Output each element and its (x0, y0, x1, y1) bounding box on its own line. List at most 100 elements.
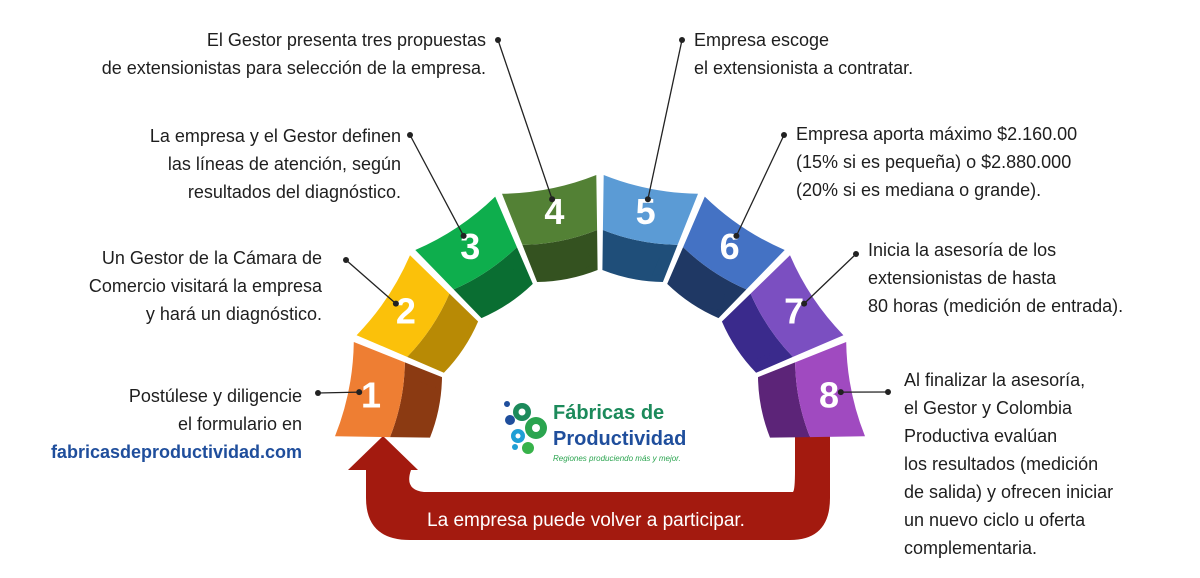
step-6-line-3: (20% si es mediana o grande). (796, 180, 1042, 200)
step-5-leader-dot (679, 37, 685, 43)
step-8-line-7: complementaria. (904, 538, 1038, 558)
step-5-leader (647, 39, 683, 200)
step-1-line-1: Postúlese y diligencie (128, 386, 302, 406)
step-8-line-4: los resultados (medición (904, 454, 1099, 474)
step-5-segment: 5 (602, 175, 698, 282)
step-2-leader (345, 259, 397, 305)
step-3-line-1: La empresa y el Gestor definen (149, 126, 401, 146)
step-2-pointer (454, 315, 471, 330)
step-1-line-2: el formulario en (177, 414, 302, 434)
step-4-line-1: El Gestor presenta tres propuestas (206, 30, 486, 50)
step-8-pointer (771, 424, 792, 435)
leader-lines (315, 37, 891, 396)
brand-logo: Fábricas de Productividad Regiones produ… (504, 401, 686, 463)
step-3-leader (409, 134, 465, 237)
step-6-line-2: (15% si es pequeña) o $2.880.000 (796, 152, 1072, 172)
step-8-line-3: Productiva evalúan (904, 426, 1058, 446)
step-4-number: 4 (544, 191, 564, 232)
step-3-line-2: las líneas de atención, según (167, 154, 401, 174)
step-4-leader-end (549, 196, 556, 203)
step-4-pointer (584, 248, 595, 269)
step-6-block (683, 196, 785, 290)
step-1-block (335, 342, 405, 438)
step-4-segment: 4 (502, 175, 598, 282)
return-label: La empresa puede volver a participar. (427, 510, 745, 531)
step-8-line-1: Al finalizar la asesoría, (904, 370, 1086, 390)
step-8-leader-end (837, 389, 844, 396)
step-5-leader-end (644, 196, 651, 203)
step-2-shadow (407, 293, 479, 373)
step-4-text: El Gestor presenta tres propuestas de ex… (102, 26, 486, 82)
step-7-leader-dot (853, 251, 859, 257)
step-4-line-2: de extensionistas para selección de la e… (101, 58, 486, 78)
step-4-block (502, 175, 598, 245)
step-3-leader-dot (407, 132, 413, 138)
logo-title-line1: Fábricas de (553, 402, 664, 424)
step-3-block (415, 196, 517, 290)
step-1-leader-dot (315, 390, 321, 396)
step-8-shadow (758, 362, 810, 438)
step-7-number: 7 (784, 290, 804, 331)
step-6-leader-dot (781, 132, 787, 138)
step-3-number: 3 (460, 226, 480, 267)
step-3-text: La empresa y el Gestor definen las línea… (150, 122, 401, 206)
step-7-leader-end (801, 300, 808, 307)
step-7-text: Inicia la asesoría de los extensionistas… (868, 236, 1123, 320)
step-2-line-2: Comercio visitará la empresa (88, 276, 322, 296)
step-segments: 1 2 3 4 5 6 7 8 (335, 175, 865, 438)
step-6-leader-end (733, 232, 740, 239)
step-8-line-5: de salida) y ofrecen iniciar (904, 482, 1114, 502)
step-7-shadow (721, 293, 793, 373)
step-7-block (750, 255, 844, 357)
step-1-text: Postúlese y diligencie el formulario en … (51, 382, 302, 466)
return-arrow (366, 436, 830, 540)
step-3-line-3: resultados del diagnóstico. (187, 182, 401, 202)
step-4-shadow (522, 230, 598, 282)
step-7-line-3: 80 horas (medición de entrada). (868, 296, 1124, 316)
step-5-text: Empresa escoge el extensionista a contra… (694, 26, 913, 82)
step-6-segment: 6 (667, 196, 785, 319)
step-2-line-3: y hará un diagnóstico. (145, 304, 322, 324)
step-1-leader (317, 391, 360, 394)
logo-tagline: Regiones produciendo más y mejor. (553, 454, 681, 463)
step-5-pointer (651, 257, 663, 276)
step-2-leader-dot (343, 257, 349, 263)
step-2-leader-end (392, 300, 399, 307)
step-5-block (602, 175, 698, 245)
step-3-pointer (512, 268, 527, 288)
step-6-pointer (710, 294, 725, 311)
step-6-text: Empresa aporta máximo $2.160.00 (15% si … (796, 120, 1077, 204)
step-5-line-1: Empresa escoge (694, 30, 830, 50)
step-2-number: 2 (396, 290, 416, 331)
step-2-segment: 2 (356, 255, 479, 373)
step-2-block (356, 255, 450, 357)
step-8-line-2: el Gestor y Colombia (904, 398, 1073, 418)
step-6-shadow (667, 247, 747, 319)
step-1-link[interactable]: fabricasdeproductividad.com (50, 442, 302, 462)
step-4-leader (497, 39, 553, 200)
step-8-number: 8 (819, 374, 839, 415)
gears-icon (504, 401, 547, 454)
step-7-pointer (752, 352, 772, 367)
step-1-pointer (417, 377, 436, 389)
step-1-segment: 1 (335, 342, 442, 438)
step-7-line-2: extensionistas de hasta (868, 268, 1057, 288)
step-7-line-1: Inicia la asesoría de los (868, 240, 1057, 260)
step-5-number: 5 (636, 191, 656, 232)
step-2-text: Un Gestor de la Cámara de Comercio visit… (89, 244, 322, 328)
step-6-leader (735, 134, 785, 237)
step-5-line-2: el extensionista a contratar. (694, 58, 914, 78)
step-6-line-1: Empresa aporta máximo $2.160.00 (796, 124, 1078, 144)
step-7-leader (803, 253, 857, 305)
logo-title-line2: Productividad (553, 428, 686, 450)
step-8-line-6: un nuevo ciclo u oferta (904, 510, 1086, 530)
step-8-leader-dot (885, 389, 891, 395)
step-3-segment: 3 (415, 196, 533, 319)
step-7-segment: 7 (721, 255, 844, 373)
step-6-number: 6 (720, 226, 740, 267)
step-8-segment: 8 (758, 342, 865, 438)
step-3-shadow (453, 247, 533, 319)
step-1-number: 1 (361, 374, 381, 415)
step-3-leader-end (460, 232, 467, 239)
